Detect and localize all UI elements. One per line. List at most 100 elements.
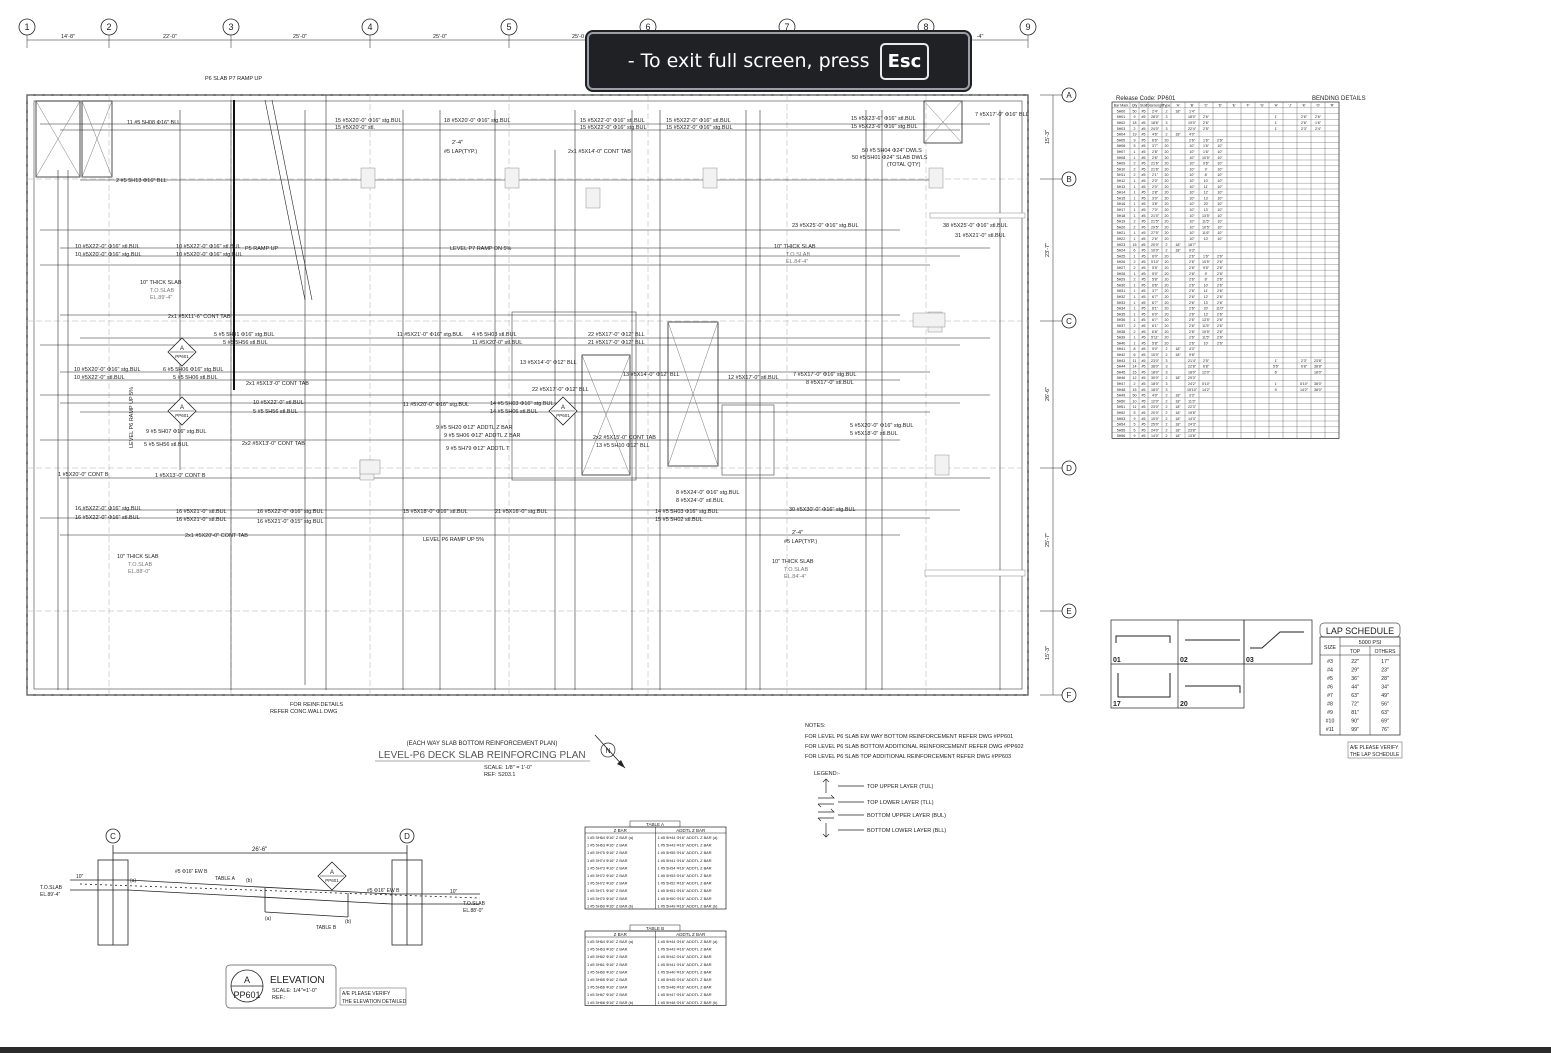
- bending-cell: 18": [1175, 133, 1181, 137]
- bending-cell: 3: [1166, 127, 1168, 131]
- bending-cell: 2: [1134, 266, 1136, 270]
- bar-callout: 14 #5 5H03 Φ16" stg.BUL: [490, 401, 554, 407]
- bending-cell: 3: [1166, 115, 1168, 119]
- bending-cell: 2: [1166, 405, 1168, 409]
- bending-cell: 5H43: [1117, 359, 1126, 363]
- bending-cell: 6'6": [1152, 138, 1159, 142]
- bending-cell: 1: [1134, 312, 1136, 316]
- bar-callout: 9 #5 5H06 Φ12" ADDTL Z BAR: [444, 433, 520, 439]
- section-mark-a[interactable]: A PP601: [167, 337, 197, 367]
- legend-item: TOP UPPER LAYER (TUL): [867, 784, 933, 790]
- bending-cell: 2: [1134, 173, 1136, 177]
- bar-callout: 10 #5X22'-0" Φ16" stl.BUL: [176, 244, 241, 250]
- bending-cell: 1: [1134, 301, 1136, 305]
- row-label: F: [1067, 691, 1072, 700]
- column-dimension: 25'-0: [572, 34, 584, 40]
- bending-cell: 5H52: [1117, 411, 1126, 415]
- table-cell: 1 #5 5H53 Φ16" ADDTL Z BAR: [658, 873, 712, 878]
- bending-cell: 5H14: [1117, 191, 1126, 195]
- bending-cell: 5H31: [1117, 289, 1126, 293]
- bending-cell: 10": [1217, 185, 1223, 189]
- bar-callout: 21 #5X16'-0" stg.BUL: [495, 509, 548, 515]
- bending-cell: 2: [1134, 278, 1136, 282]
- bending-cell: 2: [1166, 109, 1168, 113]
- bending-cell: #5: [1142, 359, 1146, 363]
- bending-cell: 1: [1134, 283, 1136, 287]
- bending-cell: 'D': [1218, 104, 1222, 108]
- bar-callout: 11 #5X20'-0" stl.BUL: [472, 340, 522, 346]
- shape-label: 17: [1113, 701, 1121, 708]
- bending-cell: 5H33: [1117, 301, 1126, 305]
- bar-callout: 13 #5X14'-0" Φ12" BLL: [520, 360, 577, 366]
- lap-cell: 36": [1351, 676, 1359, 682]
- bending-cell: 2: [1166, 353, 1168, 357]
- bending-cell: 6'7": [1152, 318, 1159, 322]
- bending-cell: 2'6": [1189, 336, 1196, 340]
- elevation-tos: T.O.SLAB: [463, 901, 486, 907]
- bending-cell: 14'2": [1202, 388, 1211, 392]
- lap-cell: 44": [1351, 685, 1359, 691]
- bending-cell: 11'5": [1202, 336, 1210, 340]
- bending-cell: 20: [1165, 196, 1169, 200]
- bending-cell: #5: [1142, 167, 1146, 171]
- bar-callout: 7 #5X17'-0" Φ16" stg.BUL: [793, 372, 856, 378]
- bending-cell: 18'0": [1151, 382, 1160, 386]
- table-cell: 1 #5 5H41 Φ16" ADDTL Z BAR: [658, 858, 712, 863]
- bending-cell: #5: [1142, 208, 1146, 212]
- bar-shape-diagrams: 01 02 03 17 20: [1110, 619, 1313, 709]
- thick-slab-note: 10" THICK SLAB: [774, 244, 816, 250]
- bar-callout: 5 #5 5H56 stl.BUL: [144, 442, 189, 448]
- bar-callout: 16 #5X21'-0" Φ15" stg.BUL: [257, 519, 324, 525]
- bending-cell: 20: [1165, 225, 1169, 229]
- bending-cell: 10": [1189, 220, 1195, 224]
- section-mark-b[interactable]: A PP601: [548, 396, 578, 426]
- table-cell: 1 #5 5H48 Φ16" ADDTL Z BAR (b): [658, 1000, 719, 1005]
- elevation-ten: 10": [450, 889, 458, 895]
- bending-cell: 5'10": [1202, 382, 1211, 386]
- bending-cell: 5: [1134, 428, 1136, 432]
- bending-cell: 20: [1165, 330, 1169, 334]
- shape-label: 03: [1246, 657, 1254, 664]
- lap-cell: 34": [1381, 685, 1389, 691]
- bending-cell: 20: [1165, 202, 1169, 206]
- bending-cell: Bar Mark: [1114, 104, 1129, 108]
- bending-cell: 1: [1134, 289, 1136, 293]
- bending-title: BENDING DETAILS: [1312, 96, 1366, 102]
- bar-callout: 5 #5X20'-0" Φ16" stg.BUL: [850, 423, 913, 429]
- elevation-mark: (a): [265, 916, 271, 922]
- bending-cell: 3: [1166, 370, 1168, 374]
- bending-cell: 5H05: [1117, 138, 1126, 142]
- bending-cell: 2'6": [1189, 272, 1196, 276]
- section-mark-a-2[interactable]: A PP601: [167, 396, 197, 426]
- bending-cell: #5: [1142, 133, 1146, 137]
- bending-cell: 6'7": [1152, 295, 1159, 299]
- bending-cell: 2'6": [1217, 336, 1224, 340]
- elevation-mark: (a): [130, 878, 136, 884]
- bending-cell: 5H38: [1117, 330, 1126, 334]
- bending-cell: 2'6": [1217, 138, 1224, 142]
- bending-cell: 38'0": [1314, 382, 1323, 386]
- bar-callout: 2x2 #5X13'-0" CONT TAB: [242, 441, 305, 447]
- bending-cell: 2'5": [1203, 127, 1210, 131]
- bending-cell: 18": [1175, 347, 1181, 351]
- bending-cell: 18": [1175, 411, 1181, 415]
- bending-cell: 18'6": [1151, 121, 1160, 125]
- lap-cell: 90": [1351, 719, 1359, 725]
- bar-callout: 15 #5X18'-0" Φ16" stl.BUL: [403, 509, 468, 515]
- bar-callout: 10 #5X22'-0" Φ16" stl.BUL: [75, 244, 140, 250]
- bending-cell: #5: [1142, 423, 1146, 427]
- row-dimension: 26'-6": [1045, 387, 1051, 401]
- table-cell: 1 #5 5H44 Φ16" ADDTL Z BAR (a): [658, 835, 719, 840]
- table-title: TABLE B: [646, 926, 664, 931]
- elevation-section-mark[interactable]: A PP601: [317, 861, 347, 891]
- bending-cell: 'J': [1288, 104, 1291, 108]
- bar-callout: 5 #5 5H06 stl.BUL: [173, 375, 218, 381]
- bending-cell: 'O': [1316, 104, 1320, 108]
- esc-key-hint[interactable]: Esc: [879, 42, 930, 80]
- bending-cell: #5: [1142, 434, 1146, 438]
- note-line: FOR LEVEL P6 SLAB TOP ADDITIONAL REINFOR…: [805, 754, 1011, 760]
- bending-cell: 2'6": [1152, 156, 1159, 160]
- section-mark-letter: A: [180, 346, 184, 352]
- legend-symbols: [817, 778, 864, 838]
